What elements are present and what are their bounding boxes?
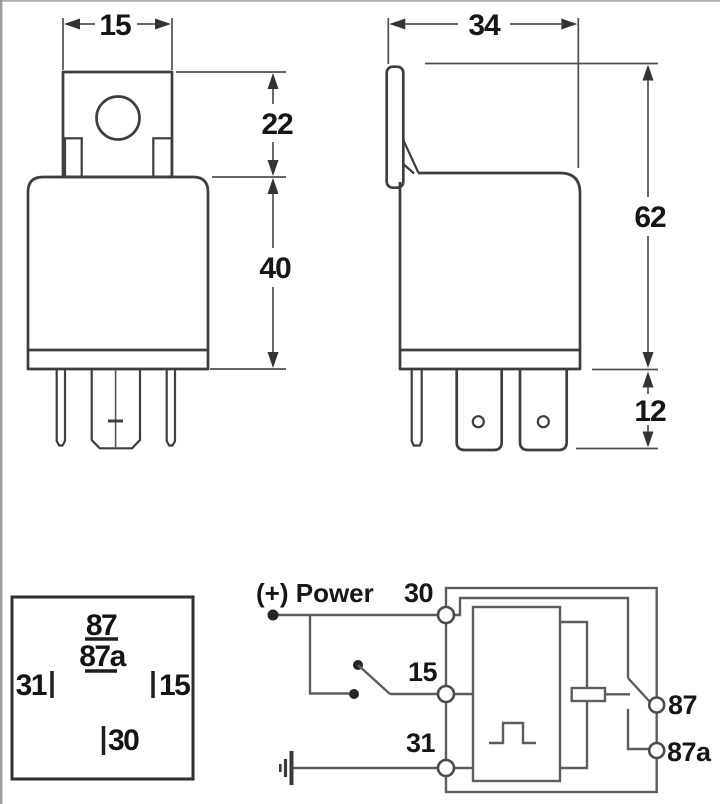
dim-arrow-left	[389, 18, 406, 30]
pin-hole-1	[471, 415, 485, 429]
terminal-30-label: 30	[404, 578, 433, 608]
dim-pin-length-label: 12	[634, 395, 666, 428]
pin-thin-side	[410, 369, 423, 447]
bracket-gusset-2	[402, 163, 415, 175]
switch-branch-wire	[308, 615, 349, 695]
terminal-15-circle	[436, 684, 456, 704]
scan-border-left	[0, 0, 3, 804]
dim-arrow-left	[64, 18, 80, 30]
power-label: (+) Power	[256, 578, 374, 608]
terminal87a-stub	[626, 709, 649, 751]
pinout-box: 87 87a 31 15 30	[10, 595, 195, 781]
relay-body-front	[26, 175, 210, 350]
side-dimensions: 34 62 12	[387, 9, 667, 450]
bracket-notch-right	[152, 137, 173, 178]
terminal-87a-label: 87a	[667, 737, 712, 767]
terminal-15-label: 15	[408, 657, 438, 687]
pinout-pin-30: 30	[108, 724, 139, 757]
front-view	[26, 70, 210, 450]
pulse-symbol	[489, 721, 536, 745]
switch-blade	[357, 664, 391, 695]
dim-arrow-down	[267, 160, 279, 176]
mounting-bracket-side	[385, 65, 405, 190]
front-dimensions: 15 22 40	[62, 9, 294, 370]
terminal-87-label: 87	[668, 690, 697, 720]
circuit-schematic: (+) Power	[256, 578, 713, 794]
terminal-31-circle	[436, 758, 456, 778]
terminal30-internal-wire	[446, 596, 630, 678]
pin-wide-center-front	[90, 369, 142, 450]
dim-arrow-up	[642, 371, 654, 388]
bracket-gusset	[402, 139, 420, 173]
dim-arrow-right	[155, 18, 171, 30]
terminal-31-label: 31	[406, 728, 436, 758]
relay-base-side	[398, 348, 582, 371]
pin-thin-left-front	[55, 369, 67, 447]
pinout-pin-31: 31	[16, 669, 47, 702]
mounting-bracket-front	[61, 70, 174, 179]
terminal-87a-circle	[647, 741, 666, 760]
pin-flat-1	[455, 369, 504, 452]
relay-contact-blade	[627, 677, 651, 703]
dim-side-width-label: 34	[468, 9, 501, 42]
relay-base-front	[26, 348, 210, 371]
pin-flat-2	[518, 369, 569, 452]
dim-total-height-label: 62	[634, 201, 666, 234]
terminal-87-circle	[647, 696, 666, 714]
dim-arrow-up	[267, 178, 279, 194]
dim-arrow-up	[267, 73, 279, 89]
bracket-notch-left	[63, 137, 83, 178]
dim-arrow-right	[561, 18, 578, 30]
relay-coil	[570, 686, 607, 703]
pinout-pin-15: 15	[159, 669, 190, 702]
dim-bracket-height-label: 22	[261, 108, 293, 141]
dim-arrow-down	[267, 352, 279, 368]
relay-body-side	[418, 171, 582, 350]
pin-thin-right-front	[165, 369, 177, 447]
pinout-pin-87a: 87a	[79, 640, 126, 673]
switch-contact-dot-lower	[349, 689, 359, 699]
dim-front-width-label: 15	[99, 9, 131, 42]
dim-body-height-label: 40	[259, 252, 291, 285]
dim-arrow-down	[642, 431, 654, 448]
terminal-30-circle	[436, 605, 456, 625]
mounting-hole	[95, 95, 141, 141]
control-module-box	[471, 605, 562, 783]
pinout-outline	[10, 595, 195, 781]
power-terminal-dot	[267, 609, 279, 621]
dim-arrow-down	[642, 352, 654, 368]
pin-hole-2	[536, 415, 550, 429]
dim-arrow-up	[642, 64, 654, 81]
pinout-pin-87: 87	[86, 609, 117, 642]
scan-border-top	[0, 0, 720, 2]
ground-symbol	[278, 751, 294, 785]
side-view	[385, 65, 582, 452]
